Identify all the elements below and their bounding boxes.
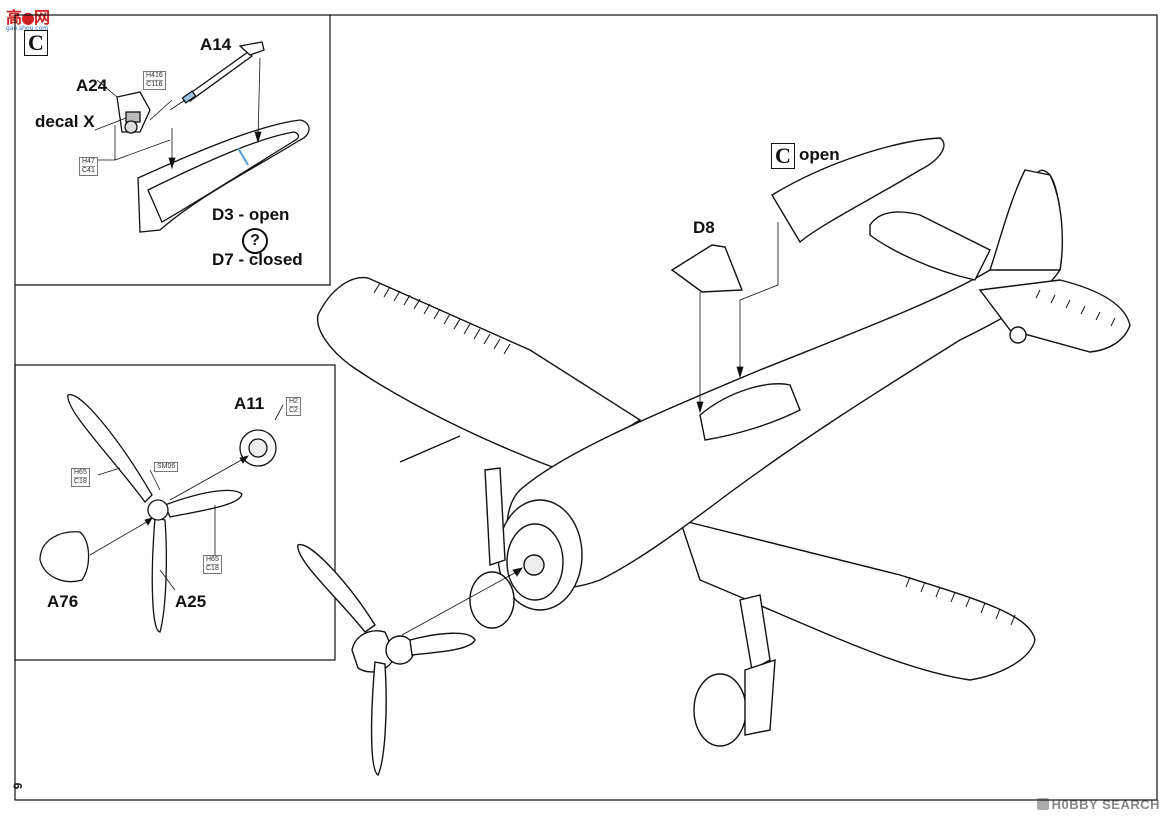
pitot-tube	[399, 435, 461, 463]
tail-wheel	[1009, 326, 1027, 344]
canopy-parts	[116, 41, 310, 233]
stab-right	[978, 279, 1131, 353]
blade-right	[164, 489, 243, 518]
front-blade-upper	[297, 544, 376, 633]
left-wheel	[469, 571, 515, 629]
label-d7-closed: D7 - closed	[212, 250, 303, 269]
hobby-search-icon	[1036, 798, 1049, 810]
watermark-text: H0BBY SEARCH	[1051, 797, 1160, 812]
logo-text: 高●网	[6, 8, 50, 27]
a24-decal-area	[125, 111, 141, 123]
open-c-box: C	[771, 143, 795, 169]
label-open: open	[799, 145, 840, 164]
prop-leaders	[89, 404, 284, 591]
site-logo: 高●网 gao.shou.com	[6, 4, 50, 32]
label-d3-open: D3 - open	[212, 205, 290, 224]
front-blade-right	[409, 632, 476, 656]
canopy-blue-mark	[237, 147, 249, 166]
starboard-wing	[678, 519, 1036, 681]
label-a14: A14	[200, 35, 232, 54]
main-leaders	[401, 222, 779, 636]
cockpit	[699, 383, 801, 441]
label-d8: D8	[693, 218, 715, 237]
d8-part	[670, 244, 744, 293]
label-a76: A76	[47, 592, 79, 611]
question-icon: ?	[242, 228, 268, 254]
watermark: H0BBY SEARCH	[1036, 797, 1160, 812]
canopy-inner	[147, 131, 300, 223]
a24-dial	[124, 120, 138, 134]
paint-code-hub: SM06	[154, 462, 179, 472]
front-blade-lower	[370, 661, 387, 777]
label-a25: A25	[175, 592, 207, 611]
prop-panel-frame	[14, 364, 336, 661]
canopy-panel-frame	[15, 15, 331, 286]
label-decal-x: decal X	[35, 112, 95, 131]
stab-left	[869, 211, 991, 281]
a14-rod	[183, 51, 253, 102]
assembly-c-box: C	[24, 30, 48, 56]
hatching	[373, 282, 1116, 626]
logo-subtext: gao.shou.com	[6, 25, 49, 32]
a14-blue-tip	[181, 90, 197, 104]
blade-lower	[151, 517, 168, 633]
label-a24: A24	[76, 76, 108, 95]
canopy-leaders	[94, 57, 262, 170]
gear-door	[744, 659, 776, 736]
aircraft	[297, 137, 1131, 777]
cowling-hub	[523, 554, 545, 576]
fan-a11-core	[248, 438, 268, 458]
a14-head	[238, 41, 265, 56]
main-wheel	[693, 673, 747, 747]
spinner-a76	[39, 531, 90, 583]
left-gear-leg	[484, 467, 506, 566]
label-a11: A11	[234, 394, 265, 413]
blade-upper	[67, 394, 153, 503]
port-wing	[316, 276, 642, 471]
fin	[989, 169, 1064, 271]
prop-hub	[147, 499, 169, 521]
fuselage	[506, 169, 1063, 589]
main-gear-leg	[739, 594, 771, 672]
prop-parts	[39, 394, 277, 633]
open-canopy	[771, 137, 945, 244]
